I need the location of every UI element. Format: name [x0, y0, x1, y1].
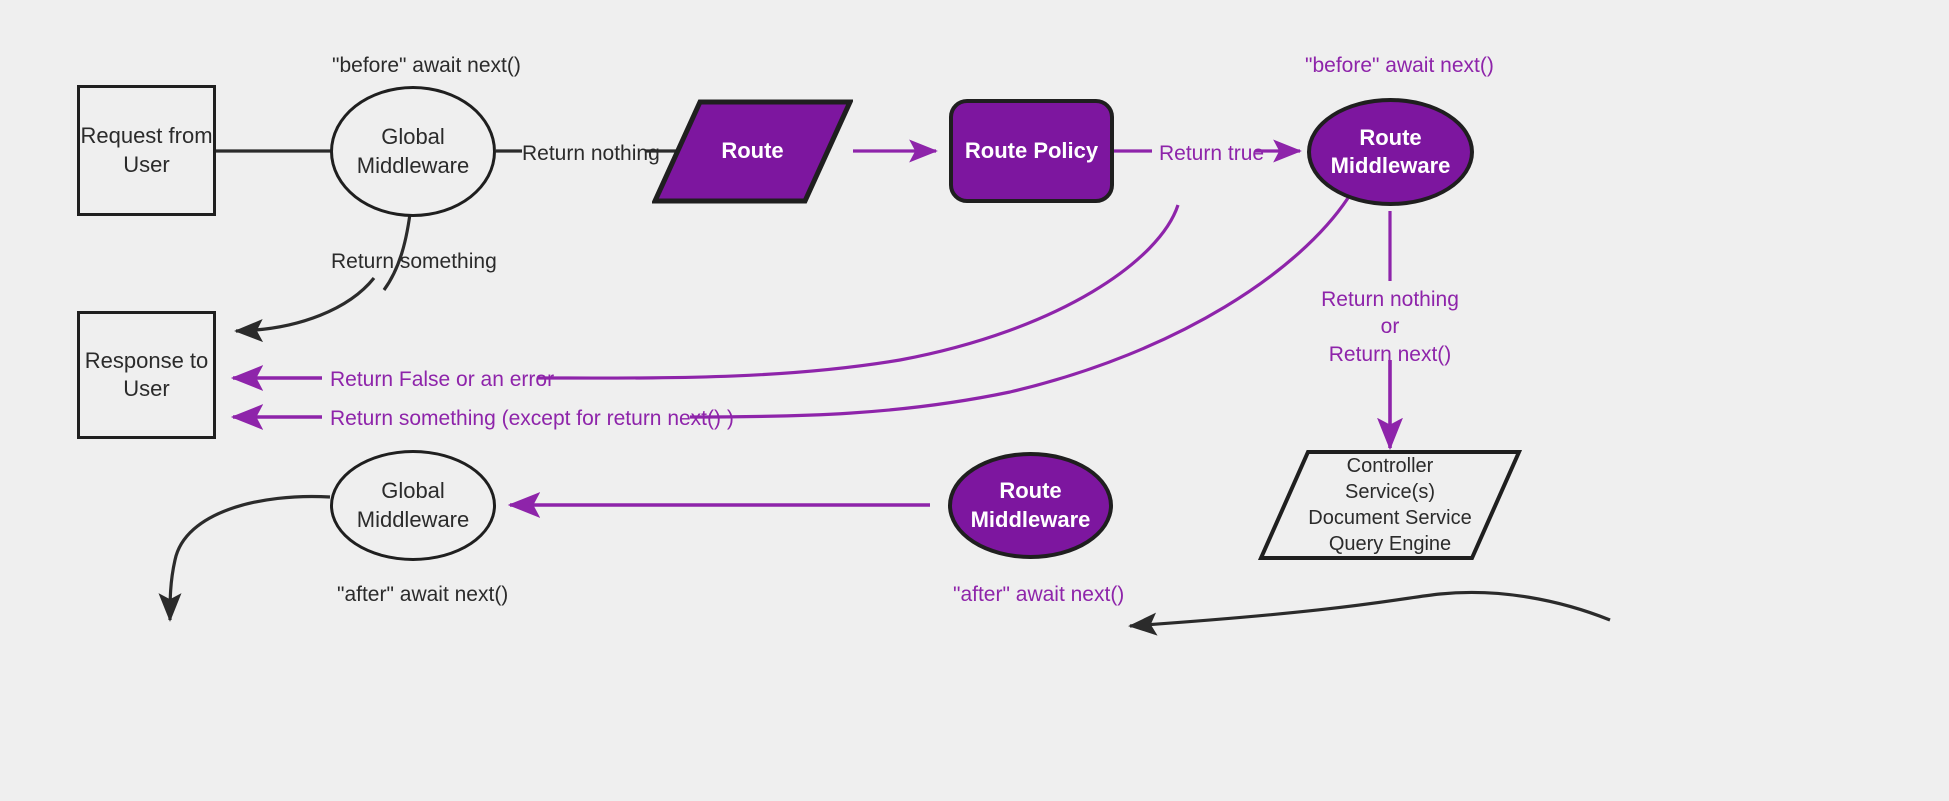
- node-route-middleware-bottom[interactable]: Route Middleware: [948, 452, 1113, 559]
- node-global-middleware-bottom-label: Global Middleware: [356, 478, 470, 532]
- node-controller-stack[interactable]: Controller Service(s) Document Service Q…: [1257, 449, 1523, 561]
- node-route-middleware-top-label: Route Middleware: [1330, 124, 1451, 178]
- node-global-middleware-top-label: Global Middleware: [356, 124, 470, 178]
- node-route[interactable]: Route: [651, 99, 854, 204]
- node-route-middleware-top[interactable]: Route Middleware: [1307, 98, 1474, 206]
- label-return-nothing: Return nothing: [522, 142, 660, 165]
- node-response-to-user-label: Response to User: [84, 347, 209, 401]
- node-global-middleware-top[interactable]: Global Middleware: [330, 86, 496, 217]
- node-route-middleware-bottom-label: Route Middleware: [970, 478, 1091, 532]
- label-return-nothing-or-next-line3: Return next(): [1328, 342, 1452, 366]
- label-return-something-except: Return something (except for return next…: [330, 407, 734, 430]
- label-return-false-or-error: Return False or an error: [330, 368, 555, 391]
- label-after-await-next-bottom-right: "after" await next(): [953, 583, 1125, 606]
- label-return-something-dark: Return something: [331, 250, 497, 273]
- edge-global-middleware-bottom-to-response: [158, 494, 331, 622]
- label-return-true: Return true: [1159, 142, 1265, 165]
- label-return-nothing-or-next-line2: or: [1380, 315, 1400, 339]
- node-route-label: Route: [721, 138, 784, 164]
- node-route-policy-label: Route Policy: [964, 137, 1099, 163]
- edge-return-something-to-response: [234, 276, 376, 343]
- label-return-nothing-or-next-line1: Return nothing: [1321, 288, 1459, 311]
- route-parallelogram-shape: [651, 99, 854, 204]
- controller-parallelogram-shape: [1257, 450, 1523, 560]
- node-route-policy[interactable]: Route Policy: [949, 99, 1114, 203]
- label-before-await-next-top-left: "before" await next(): [332, 54, 521, 77]
- node-controller-stack-label: Controller Service(s) Document Service Q…: [1308, 455, 1472, 555]
- edge-controller-to-route-middleware-bottom: [1128, 590, 1611, 636]
- edge-route-policy-false-curve: [537, 204, 1180, 380]
- label-return-nothing-or-next: Return nothing or Return next(): [1321, 286, 1459, 368]
- node-request-from-user[interactable]: Request from User: [77, 85, 216, 216]
- node-global-middleware-bottom[interactable]: Global Middleware: [330, 450, 496, 561]
- node-request-from-user-label: Request from User: [80, 123, 213, 177]
- node-response-to-user[interactable]: Response to User: [77, 311, 216, 439]
- label-after-await-next-bottom-left: "after" await next(): [337, 583, 509, 606]
- label-before-await-next-top-right: "before" await next(): [1305, 54, 1494, 77]
- edge-route-middleware-return-something-curve: [689, 197, 1350, 419]
